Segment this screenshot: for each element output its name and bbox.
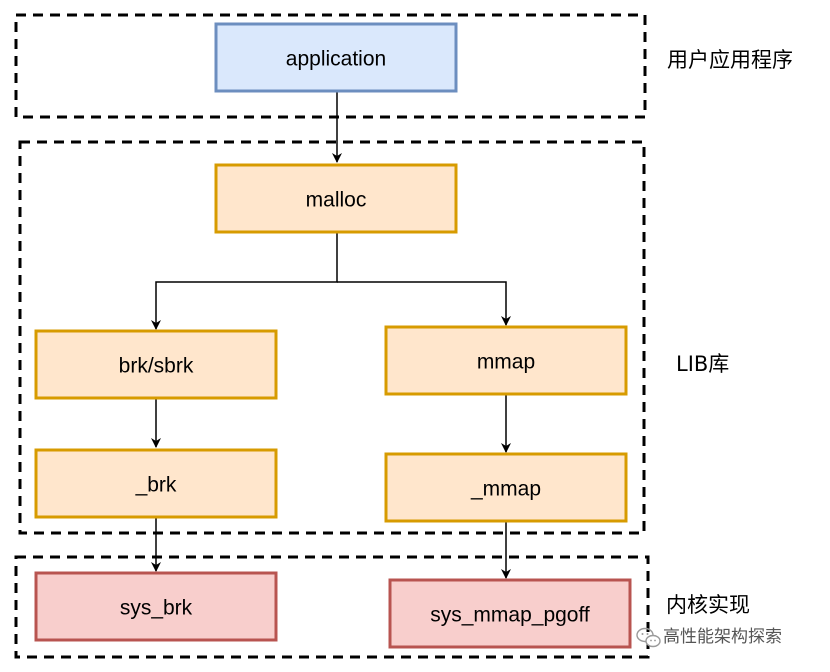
node-application: application xyxy=(214,22,458,93)
node-mmap: mmap xyxy=(384,325,628,396)
node-sys-mmap-pgoff-label: sys_mmap_pgoff xyxy=(430,604,590,627)
watermark: 高性能架构探索 xyxy=(636,627,782,648)
node-mmap-inner-label: _mmap xyxy=(470,478,541,501)
node-malloc-label: malloc xyxy=(306,189,367,212)
edge-malloc-brk-sbrk xyxy=(151,232,338,330)
kernel-group-label: 内核实现 xyxy=(666,593,750,617)
node-sys-mmap-pgoff: sys_mmap_pgoff xyxy=(388,578,632,649)
lib-group-label: LIB库 xyxy=(676,352,729,376)
wechat-icon xyxy=(636,627,661,648)
node-malloc: malloc xyxy=(214,163,458,234)
edge-malloc-mmap xyxy=(337,281,511,326)
node-application-label: application xyxy=(286,48,386,71)
node-brk-label: _brk xyxy=(135,474,177,497)
kernel-group xyxy=(14,555,650,659)
node-brk: _brk xyxy=(34,448,278,519)
user-app-group xyxy=(14,13,647,119)
node-sys-brk-label: sys_brk xyxy=(120,597,193,620)
node-brk-sbrk: brk/sbrk xyxy=(34,329,278,400)
watermark-text: 高性能架构探索 xyxy=(663,627,782,647)
node-mmap-label: mmap xyxy=(477,351,535,374)
node-mmap-inner: _mmap xyxy=(384,452,628,523)
lib-group xyxy=(18,140,646,535)
node-brk-sbrk-label: brk/sbrk xyxy=(119,355,194,378)
node-sys-brk: sys_brk xyxy=(34,571,278,642)
user-app-group-label: 用户应用程序 xyxy=(667,48,793,72)
